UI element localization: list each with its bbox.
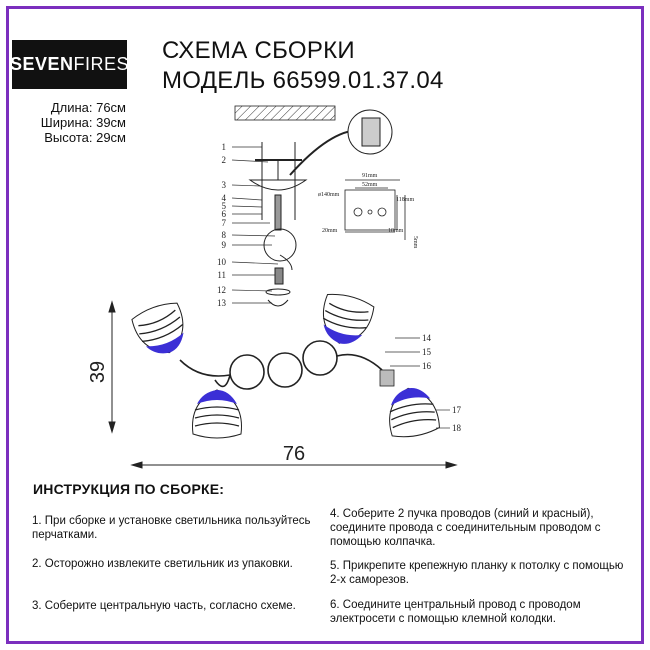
ring-2 bbox=[267, 352, 303, 388]
part-number-5: 5 bbox=[222, 201, 227, 211]
dim-10: 10mm bbox=[388, 228, 404, 234]
part-numbers-right: 14 15 16 17 18 bbox=[422, 333, 462, 433]
chandelier-frame bbox=[179, 340, 383, 390]
page-frame bbox=[6, 6, 644, 644]
instruction-step-5: 5. Прикрепите крепежную планку к потолку… bbox=[330, 560, 624, 586]
ring-1 bbox=[229, 354, 265, 390]
dimension-width: Ширина: 39см bbox=[40, 115, 126, 130]
part-number-13: 13 bbox=[217, 298, 227, 308]
dim-140: ø140mm bbox=[318, 192, 340, 198]
instructions-heading: ИНСТРУКЦИЯ ПО СБОРКЕ: bbox=[33, 481, 225, 497]
part-number-3: 3 bbox=[222, 180, 227, 190]
document-title: СХЕМА СБОРКИ МОДЕЛЬ 66599.01.37.04 bbox=[162, 36, 444, 96]
part-number-10: 10 bbox=[217, 257, 227, 267]
length-dimension-label: 76 bbox=[283, 443, 305, 465]
shade-bottom-right bbox=[389, 387, 440, 438]
ring-3 bbox=[302, 340, 338, 376]
part-number-11: 11 bbox=[217, 270, 226, 280]
dim-20: 20mm bbox=[322, 228, 338, 234]
assembly-drawing: ø140mm 91mm 52mm 118mm 20mm 10mm 5mm 1 2… bbox=[87, 105, 462, 469]
part-number-7: 7 bbox=[222, 218, 227, 228]
part-leaders bbox=[231, 146, 279, 304]
part-number-16: 16 bbox=[422, 361, 432, 371]
part-numbers-left: 1 2 3 4 5 6 7 8 9 10 11 12 13 bbox=[217, 142, 227, 308]
instruction-step-4: 4. Соберите 2 пучка проводов (синий и кр… bbox=[330, 508, 601, 548]
dimensions-block: Длина: 76см Ширина: 39см Высота: 29см bbox=[12, 100, 126, 145]
part-number-14: 14 bbox=[422, 333, 432, 343]
detail-dimension-labels: ø140mm 91mm 52mm 118mm 20mm 10mm 5mm bbox=[318, 173, 418, 249]
dimension-lines bbox=[108, 300, 458, 469]
part-number-6: 6 bbox=[222, 209, 227, 219]
part-number-12: 12 bbox=[217, 285, 226, 295]
part-number-9: 9 bbox=[222, 240, 227, 250]
part-number-17: 17 bbox=[452, 405, 462, 415]
part-number-15: 15 bbox=[422, 347, 432, 357]
part-number-2: 2 bbox=[222, 155, 227, 165]
lamp-socket bbox=[379, 369, 395, 387]
shade-bottom-left bbox=[192, 389, 242, 439]
shade-top-left bbox=[131, 302, 184, 354]
dim-118: 118mm bbox=[396, 197, 414, 203]
brand-logo-light: FIRES bbox=[73, 54, 130, 74]
height-dimension-label: 39 bbox=[87, 361, 109, 383]
instruction-step-2: 2. Осторожно извлеките светильник из упа… bbox=[32, 558, 293, 570]
instruction-step-1: 1. При сборке и установке светильника по… bbox=[32, 515, 311, 541]
dimension-length: Длина: 76см bbox=[50, 100, 126, 115]
dimension-height: Высота: 29см bbox=[44, 130, 126, 145]
central-assembly bbox=[248, 142, 308, 307]
part-number-18: 18 bbox=[452, 423, 462, 433]
instruction-step-6: 6. Соедините центральный провод с провод… bbox=[330, 599, 581, 625]
dim-5: 5mm bbox=[412, 236, 418, 249]
mounting-plate-detail bbox=[344, 179, 406, 240]
part-number-1: 1 bbox=[222, 142, 227, 152]
dim-91: 91mm bbox=[362, 173, 378, 179]
dim-52: 52mm bbox=[362, 182, 378, 188]
part-leaders-right bbox=[385, 337, 450, 429]
title-line-2: МОДЕЛЬ 66599.01.37.04 bbox=[162, 67, 444, 94]
shade-top-right bbox=[322, 293, 375, 344]
title-line-1: СХЕМА СБОРКИ bbox=[162, 37, 355, 64]
part-number-8: 8 bbox=[222, 230, 227, 240]
instruction-step-3: 3. Соберите центральную часть, согласно … bbox=[32, 600, 296, 612]
brand-logo-bold: SEVEN bbox=[9, 54, 74, 74]
part-number-4: 4 bbox=[222, 193, 227, 203]
terminal-block bbox=[361, 117, 381, 147]
ceiling-hatch bbox=[234, 105, 336, 121]
